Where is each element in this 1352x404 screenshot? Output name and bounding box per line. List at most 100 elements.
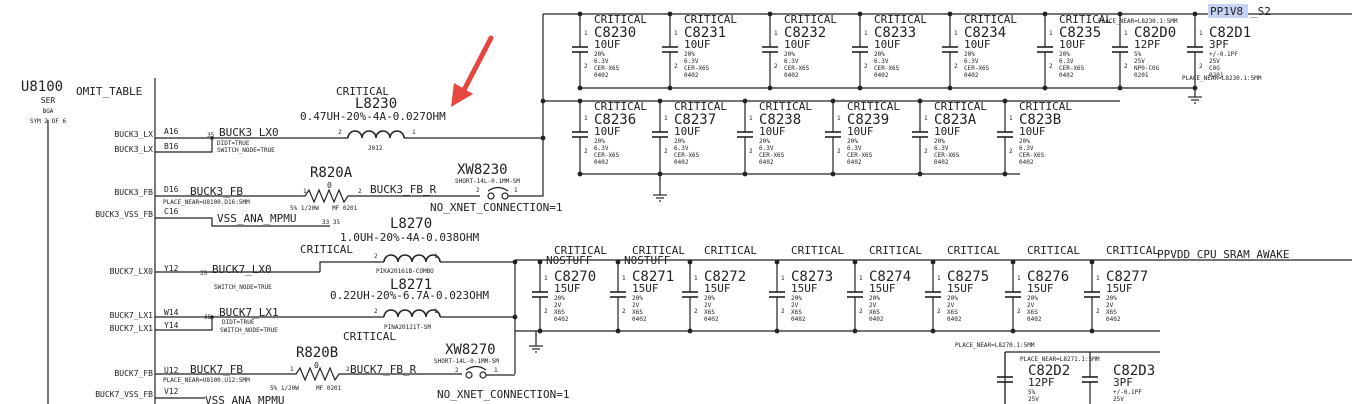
cap-critical: CRITICAL: [704, 244, 757, 257]
pin-net-label: BUCK7_VSS_FB: [95, 390, 153, 399]
ic-omit-table: OMIT_TABLE: [76, 85, 142, 98]
junction-dot: [742, 171, 748, 177]
l8271-package: PINA20121T-SM: [384, 324, 431, 331]
net-attr: SWITCH_NODE=TRUE: [214, 284, 272, 291]
pin-number: 1: [412, 129, 416, 136]
cap-tolerance: 20%: [847, 138, 858, 145]
pin-number: 2: [455, 367, 459, 374]
r820a-spec: MF 0201: [332, 205, 358, 212]
pin-number: 2: [859, 308, 863, 315]
junction-dot: [1002, 98, 1008, 104]
cap-value: 10UF: [594, 125, 621, 138]
cap-critical: CRITICAL: [964, 13, 1017, 26]
r820b-value: 0: [314, 361, 319, 370]
pin-number: 1: [584, 30, 588, 37]
cap-dielectric: CER-X6S: [874, 65, 900, 72]
cap-voltage: 6.3V: [594, 145, 609, 152]
pin-number: 2: [1017, 308, 1021, 315]
net-attr: DIDT=TRUE: [222, 319, 255, 326]
cap-value: 10UF: [1059, 38, 1086, 51]
pin-number: 1: [1199, 30, 1203, 37]
cap-critical: CRITICAL: [1106, 244, 1159, 257]
xw8270-pad: [479, 371, 487, 379]
cap-tolerance: 20%: [704, 295, 715, 302]
cap-ref: C8275: [947, 269, 989, 285]
net-buck7-fb-r: BUCK7_FB_R: [350, 363, 417, 376]
junction-dot: [615, 328, 621, 334]
junction-dot: [667, 85, 673, 91]
cap-dielectric: CER-X6S: [684, 65, 710, 72]
net-buck7-lx1: BUCK7_LX1: [219, 306, 279, 319]
cap-dielectric: CER-X6S: [759, 152, 785, 159]
xw8230-package: SHORT-14L-0.1MM-SM: [455, 178, 520, 185]
cap-ref: C8272: [704, 269, 746, 285]
pin-number: 2: [622, 308, 626, 315]
junction-dot: [830, 171, 836, 177]
cap-tolerance: 20%: [1019, 138, 1030, 145]
pin-number: Y14: [164, 321, 179, 330]
pin-number: C16: [164, 207, 179, 216]
cap-tolerance: 20%: [594, 138, 605, 145]
pin-net-label: BUCK7_LX0: [110, 267, 154, 276]
cap-voltage: 2V: [791, 302, 799, 309]
pin-number: 2: [1049, 63, 1053, 70]
cap-dielectric: CER-X6S: [964, 65, 990, 72]
xw8270-pad: [465, 371, 473, 379]
pin-number: 1: [749, 115, 753, 122]
cap-value: 3PF: [1113, 376, 1133, 389]
r820a-zigzag: [290, 188, 480, 204]
cap-nostuff: NOSTUFF: [546, 254, 592, 267]
pin-number: 2: [338, 129, 342, 136]
pin-number: 2: [1199, 63, 1203, 70]
l8270-critical: CRITICAL: [300, 243, 353, 256]
pin-number: 1: [781, 275, 785, 282]
xw8230-pad: [487, 192, 495, 200]
cap-package: 0402: [594, 72, 609, 79]
cap-dielectric: X6S: [1106, 309, 1117, 316]
cap-dielectric: X6S: [869, 309, 880, 316]
cap-tolerance: 20%: [964, 51, 975, 58]
cap-voltage: 6.3V: [1019, 145, 1034, 152]
cap-package: 0402: [1019, 159, 1034, 166]
pin-net-label: BUCK3_LX: [114, 145, 153, 154]
pin-number: 1: [924, 115, 928, 122]
pin-number: W14: [164, 308, 179, 317]
l8271-value: 0.22UH-20%-6.7A-0.023OHM: [330, 289, 489, 302]
cap-ref: C8239: [847, 112, 889, 128]
l8270-ref: L8270: [390, 216, 432, 232]
cap-tolerance: +/-0.1PF: [1209, 51, 1238, 58]
junction-dot: [930, 328, 936, 334]
cap-critical: CRITICAL: [784, 13, 837, 26]
pin-count: 35: [204, 314, 212, 321]
cap-value: 10UF: [759, 125, 786, 138]
cap-dielectric: CER-X6S: [594, 65, 620, 72]
junction-dot: [852, 328, 858, 334]
pin-number: 1: [544, 275, 548, 282]
cap-value: 15UF: [869, 282, 896, 295]
pin-number: 1: [774, 30, 778, 37]
junction-dot: [917, 98, 923, 104]
junction-dot: [774, 259, 780, 265]
cap-package: 0402: [1027, 316, 1042, 323]
r820b-spec: 5% 1/20W: [270, 385, 299, 392]
cap-voltage: 2V: [554, 302, 562, 309]
cap-value: 12PF: [1134, 38, 1161, 51]
net-pp1v8-suffix: _S2: [1251, 5, 1271, 18]
cap-value: 10UF: [847, 125, 874, 138]
cap-tolerance: 20%: [759, 138, 770, 145]
annotation-arrow-shaft: [461, 35, 494, 93]
junction-dot: [830, 98, 836, 104]
cap-package: 0402: [674, 159, 689, 166]
cap-dielectric: C0G: [1209, 65, 1220, 72]
cap-critical: CRITICAL: [1059, 13, 1112, 26]
cap-ref: C82D0: [1134, 25, 1176, 41]
cap-value: 10UF: [934, 125, 961, 138]
cap-package: 0402: [847, 159, 862, 166]
ic-ref: U8100: [21, 79, 63, 95]
l8271-ref: L8271: [390, 277, 432, 293]
pin-number: 1: [674, 30, 678, 37]
junction-dot: [767, 11, 773, 17]
xw8270-package: SHORT-14L-0.1MM-SM: [434, 358, 499, 365]
r820b-ref: R820B: [296, 345, 338, 361]
l8230-ref: L8230: [355, 96, 397, 112]
